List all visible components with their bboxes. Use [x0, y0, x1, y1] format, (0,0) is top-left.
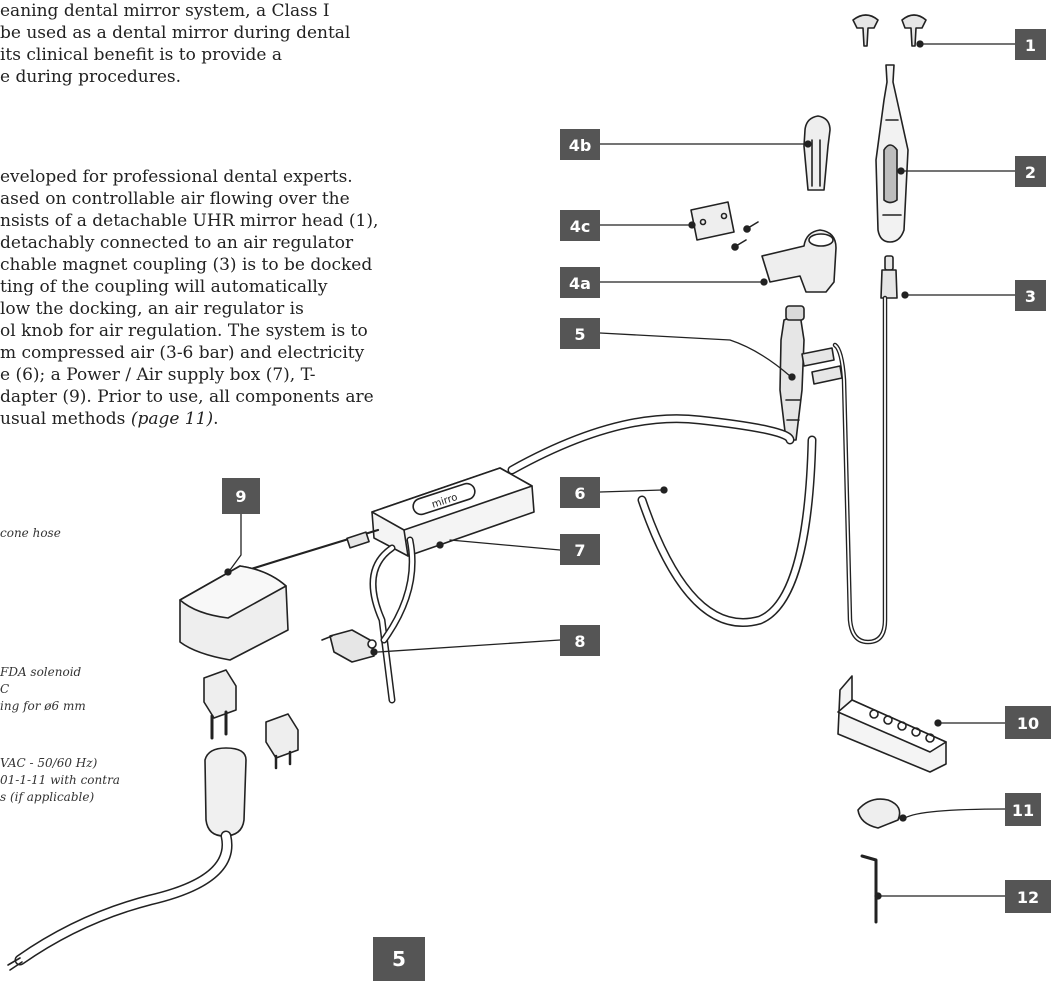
- callout-label: 2: [1025, 163, 1036, 182]
- intro-line: dapter (9). Prior to use, all components…: [0, 387, 374, 407]
- t-connector-illustration: [321, 536, 416, 704]
- callout-label: 8: [574, 632, 585, 651]
- callout-label: 5: [574, 325, 585, 344]
- cap-illustration: [857, 798, 901, 829]
- supply-box-illustration: mirro: [371, 467, 535, 557]
- note-line: C: [0, 682, 10, 696]
- callout-5: 5: [560, 318, 600, 349]
- intro-line: ol knob for air regulation. The system i…: [0, 321, 368, 341]
- intro-line-last: usual methods (page 11).: [0, 408, 378, 430]
- callout-label: 1: [1025, 36, 1036, 55]
- note-group-3: VAC - 50/60 Hz) 01-1-11 with contra s (i…: [0, 755, 120, 806]
- hex-key-illustration: [860, 854, 878, 924]
- callout-2: 2: [1015, 156, 1046, 187]
- leader-lines: [224, 40, 1016, 900]
- note-line: FDA solenoid: [0, 665, 82, 679]
- note-line: VAC - 50/60 Hz): [0, 756, 98, 770]
- callout-label: 4a: [569, 274, 591, 293]
- intro-line: ased on controllable air flowing over th…: [0, 189, 350, 209]
- intro-line: eaning dental mirror system, a Class I: [0, 1, 330, 21]
- intro-paragraph-1: eaning dental mirror system, a Class I b…: [0, 0, 350, 88]
- note-group-1: cone hose: [0, 525, 61, 542]
- callout-label: 3: [1025, 287, 1036, 306]
- callout-label: 9: [235, 487, 246, 506]
- intro-line: its clinical benefit is to provide a: [0, 45, 283, 65]
- callout-8: 8: [560, 625, 600, 656]
- intro-text-fragment: usual methods: [0, 409, 131, 429]
- callout-4a: 4a: [560, 267, 600, 298]
- callout-9: 9: [222, 478, 260, 514]
- intro-line: chable magnet coupling (3) is to be dock…: [0, 255, 373, 275]
- air-regulator-illustration: [779, 305, 843, 441]
- page-reference: (page 11): [130, 409, 214, 429]
- plug-adapters-illustration: [203, 669, 299, 770]
- callout-4b: 4b: [560, 129, 600, 160]
- handpiece-illustration: [875, 64, 909, 243]
- callout-label: 10: [1017, 714, 1039, 733]
- callout-6: 6: [560, 477, 600, 508]
- bracket-4c-illustration: [690, 201, 759, 251]
- callout-1: 1: [1015, 29, 1046, 60]
- holder-4b-illustration: [803, 115, 831, 191]
- mirror-heads-illustration: [852, 14, 927, 47]
- coupling-illustration: [832, 255, 898, 645]
- note-line: cone hose: [0, 526, 61, 540]
- callout-label: 6: [574, 484, 585, 503]
- note-line: ing for ø6 mm: [0, 699, 86, 713]
- mains-plug-illustration: [7, 747, 247, 971]
- callout-label: 11: [1012, 801, 1034, 820]
- intro-line: low the docking, an air regulator is: [0, 299, 304, 319]
- callout-12: 12: [1005, 880, 1051, 913]
- note-line: s (if applicable): [0, 790, 95, 804]
- intro-line: eveloped for professional dental experts…: [0, 167, 353, 187]
- callout-4c: 4c: [560, 210, 600, 241]
- intro-line: detachably connected to an air regulator: [0, 233, 354, 253]
- callout-label: 7: [574, 541, 585, 560]
- callout-11: 11: [1005, 793, 1041, 826]
- callout-10: 10: [1005, 706, 1051, 739]
- tray-illustration: [837, 675, 947, 773]
- intro-text-fragment: .: [213, 409, 219, 429]
- note-group-2: FDA solenoid C ing for ø6 mm: [0, 664, 86, 715]
- power-adapter-illustration: [179, 565, 289, 661]
- callout-7: 7: [560, 534, 600, 565]
- callout-label: 4b: [569, 136, 592, 155]
- intro-paragraph-2: eveloped for professional dental experts…: [0, 166, 378, 430]
- intro-line: e (6); a Power / Air supply box (7), T-: [0, 365, 316, 385]
- intro-line: m compressed air (3-6 bar) and electrici…: [0, 343, 365, 363]
- callout-3: 3: [1015, 280, 1046, 311]
- note-line: 01-1-11 with contra: [0, 773, 120, 787]
- intro-line: be used as a dental mirror during dental: [0, 23, 351, 43]
- holder-4a-illustration: [761, 229, 837, 293]
- power-cable: [246, 528, 380, 572]
- intro-line: ting of the coupling will automatically: [0, 277, 328, 297]
- page-number: 5: [373, 937, 425, 981]
- intro-line: e during procedures.: [0, 67, 182, 87]
- callout-label: 4c: [570, 217, 591, 236]
- intro-line: nsists of a detachable UHR mirror head (…: [0, 211, 379, 231]
- callout-label: 12: [1017, 888, 1039, 907]
